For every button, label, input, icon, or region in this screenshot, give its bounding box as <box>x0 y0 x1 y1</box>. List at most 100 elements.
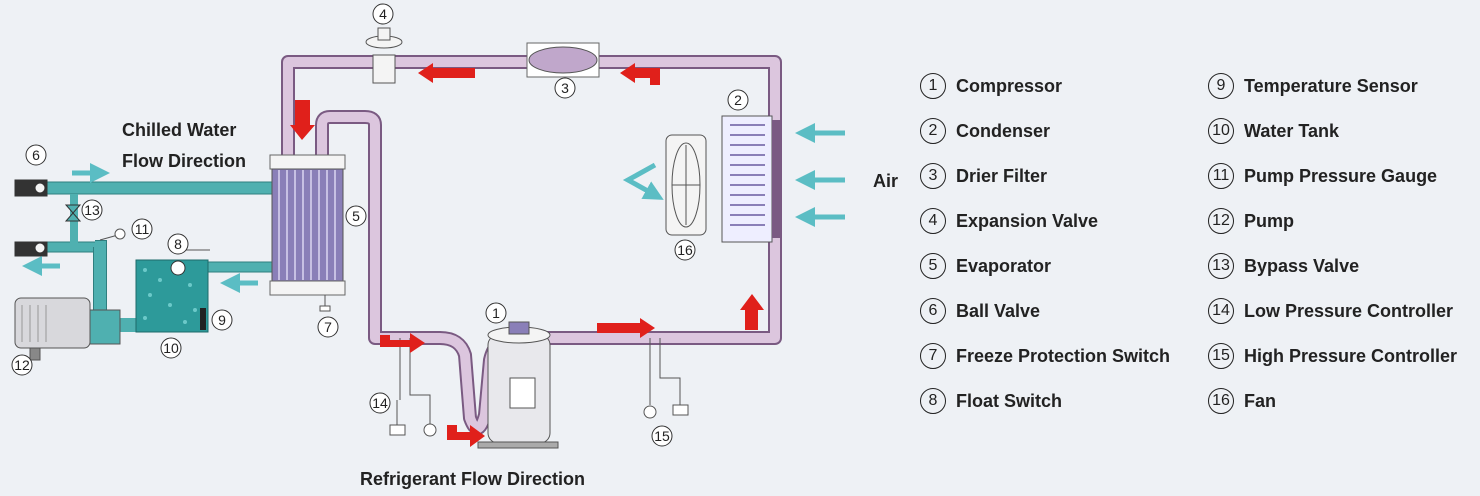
legend-item-high-pressure-controller: 15 High Pressure Controller <box>1208 340 1457 372</box>
legend-label: Ball Valve <box>956 300 1041 321</box>
legend-label: Freeze Protection Switch <box>956 345 1171 366</box>
marker-3: 3 <box>554 77 576 99</box>
legend-item-evaporator: 5 Evaporator <box>920 250 1051 282</box>
condenser <box>721 115 780 243</box>
legend-label: Temperature Sensor <box>1244 75 1418 96</box>
ball-valves <box>14 179 48 257</box>
legend-label: Pump Pressure Gauge <box>1244 165 1438 186</box>
water-flow-arrows <box>22 163 258 293</box>
legend-label: Condenser <box>956 120 1051 141</box>
legend-item-compressor: 1 Compressor <box>920 70 1062 102</box>
legend-number: 9 <box>1208 73 1234 99</box>
legend-item-bypass-valve: 13 Bypass Valve <box>1208 250 1359 282</box>
legend-number: 15 <box>1208 343 1234 369</box>
refrigerant-flow-label: Refrigerant Flow Direction <box>360 469 586 489</box>
legend-label: Fan <box>1244 390 1277 411</box>
legend-number: 13 <box>1208 253 1234 279</box>
svg-text:4: 4 <box>379 6 387 22</box>
legend-item-ball-valve: 6 Ball Valve <box>920 295 1040 327</box>
marker-15: 15 <box>651 425 673 447</box>
marker-13: 13 <box>81 199 103 221</box>
svg-text:6: 6 <box>32 147 40 163</box>
marker-8: 8 <box>167 233 189 255</box>
svg-text:13: 13 <box>84 202 100 218</box>
marker-4: 4 <box>372 3 394 25</box>
legend-item-water-tank: 10 Water Tank <box>1208 115 1339 147</box>
chilled-water-label: Chilled Water <box>122 120 237 140</box>
legend-item-pump: 12 Pump <box>1208 205 1294 237</box>
svg-text:3: 3 <box>561 80 569 96</box>
legend-label: Float Switch <box>956 390 1063 411</box>
marker-7: 7 <box>317 316 339 338</box>
legend-item-expansion-valve: 4 Expansion Valve <box>920 205 1098 237</box>
legend-item-temperature-sensor: 9 Temperature Sensor <box>1208 70 1418 102</box>
evaporator <box>269 154 346 312</box>
svg-text:11: 11 <box>135 221 150 237</box>
legend-item-drier-filter: 3 Drier Filter <box>920 160 1047 192</box>
svg-text:12: 12 <box>14 357 30 373</box>
legend-label: Evaporator <box>956 255 1052 276</box>
legend-number: 7 <box>920 343 946 369</box>
component-legend: 1 Compressor 2 Condenser 3 Drier Filter … <box>920 70 1480 430</box>
svg-text:10: 10 <box>163 340 179 356</box>
marker-11: 11 <box>131 218 153 240</box>
svg-text:15: 15 <box>654 428 670 444</box>
expansion-valve <box>365 27 403 84</box>
refrigerant-flow-arrows <box>290 63 764 447</box>
svg-text:8: 8 <box>174 236 182 252</box>
legend-item-condenser: 2 Condenser <box>920 115 1050 147</box>
fan <box>665 134 707 236</box>
svg-text:9: 9 <box>218 312 226 328</box>
svg-text:7: 7 <box>324 319 332 335</box>
drier-filter <box>526 42 600 78</box>
legend-label: Pump <box>1244 210 1295 231</box>
air-label: Air <box>873 171 899 191</box>
svg-text:1: 1 <box>492 305 500 321</box>
legend-label: Compressor <box>956 75 1063 96</box>
marker-6: 6 <box>25 144 47 166</box>
legend-number: 10 <box>1208 118 1234 144</box>
high-pressure-controller <box>643 338 689 419</box>
flow-direction-label: Flow Direction <box>122 151 247 171</box>
legend-label: Water Tank <box>1244 120 1340 141</box>
air-flow-arrows <box>622 123 845 227</box>
marker-16: 16 <box>674 239 696 261</box>
svg-text:14: 14 <box>372 395 388 411</box>
svg-text:16: 16 <box>677 242 693 258</box>
legend-label: Low Pressure Controller <box>1244 300 1454 321</box>
pump <box>14 297 121 361</box>
legend-item-freeze-protection-switch: 7 Freeze Protection Switch <box>920 340 1170 372</box>
legend-label: Expansion Valve <box>956 210 1099 231</box>
legend-label: Bypass Valve <box>1244 255 1360 276</box>
legend-number: 14 <box>1208 298 1234 324</box>
legend-item-fan: 16 Fan <box>1208 385 1276 417</box>
legend-number: 6 <box>920 298 946 324</box>
water-tank <box>135 249 210 333</box>
legend-number: 3 <box>920 163 946 189</box>
svg-text:5: 5 <box>352 208 360 224</box>
legend-item-pump-pressure-gauge: 11 Pump Pressure Gauge <box>1208 160 1437 192</box>
legend-number: 12 <box>1208 208 1234 234</box>
low-pressure-controller <box>389 338 437 437</box>
legend-label: Drier Filter <box>956 165 1048 186</box>
marker-14: 14 <box>369 392 391 414</box>
legend-number: 4 <box>920 208 946 234</box>
legend-label: High Pressure Controller <box>1244 345 1458 366</box>
marker-1: 1 <box>485 302 507 324</box>
legend-number: 5 <box>920 253 946 279</box>
pump-pressure-gauge <box>99 228 126 241</box>
marker-12: 12 <box>11 354 33 376</box>
legend-number: 11 <box>1208 163 1234 189</box>
svg-text:2: 2 <box>734 92 742 108</box>
legend-number: 2 <box>920 118 946 144</box>
marker-2: 2 <box>727 89 749 111</box>
legend-item-float-switch: 8 Float Switch <box>920 385 1062 417</box>
marker-9: 9 <box>211 309 233 331</box>
bypass-valve <box>64 204 82 222</box>
marker-10: 10 <box>160 337 182 359</box>
legend-number: 16 <box>1208 388 1234 414</box>
callout-markers: 1 2 3 4 5 6 7 8 9 10 11 12 13 14 15 16 <box>11 3 749 447</box>
marker-5: 5 <box>345 205 367 227</box>
legend-number: 8 <box>920 388 946 414</box>
